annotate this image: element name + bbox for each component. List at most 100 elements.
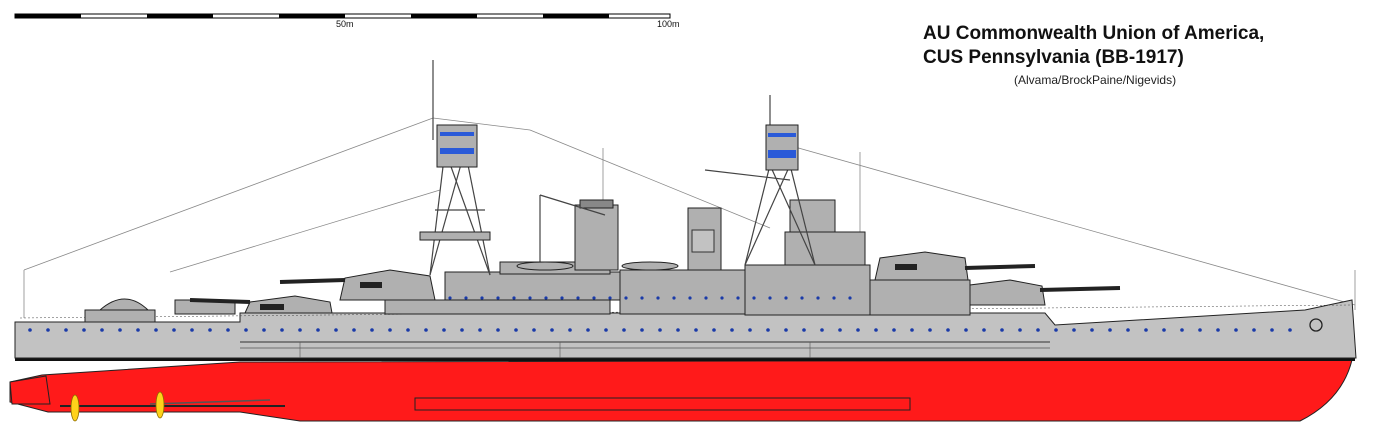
porthole	[244, 328, 248, 332]
porthole	[496, 296, 500, 300]
porthole	[280, 328, 284, 332]
porthole	[64, 328, 68, 332]
porthole	[802, 328, 806, 332]
porthole	[838, 328, 842, 332]
porthole	[496, 328, 500, 332]
porthole	[982, 328, 986, 332]
porthole	[592, 296, 596, 300]
funnel	[574, 199, 619, 271]
porthole	[136, 328, 140, 332]
porthole	[1108, 328, 1112, 332]
porthole	[928, 328, 932, 332]
porthole	[816, 296, 820, 300]
porthole	[874, 328, 878, 332]
upper-hull	[14, 299, 1357, 359]
waterline-stripe	[15, 357, 1355, 361]
porthole	[784, 328, 788, 332]
porthole	[514, 328, 518, 332]
porthole	[640, 328, 644, 332]
porthole	[262, 328, 266, 332]
porthole	[1036, 328, 1040, 332]
title-line-1: AU Commonwealth Union of America,	[923, 23, 1265, 44]
porthole	[1270, 328, 1274, 332]
forward-fire-control	[765, 124, 799, 171]
porthole	[550, 328, 554, 332]
mid-superstructure	[516, 207, 756, 315]
porthole	[532, 328, 536, 332]
porthole	[460, 328, 464, 332]
porthole	[586, 328, 590, 332]
porthole	[1234, 328, 1238, 332]
bow-anchor-icon	[1309, 318, 1323, 332]
porthole	[478, 328, 482, 332]
porthole	[154, 328, 158, 332]
turret-2	[874, 251, 1036, 281]
superstructure-portholes	[448, 296, 852, 300]
porthole	[1288, 328, 1292, 332]
porthole	[172, 328, 176, 332]
porthole	[720, 296, 724, 300]
porthole	[1180, 328, 1184, 332]
porthole	[82, 328, 86, 332]
porthole	[688, 296, 692, 300]
title-line-2: CUS Pennsylvania (BB-1917)	[923, 47, 1184, 68]
porthole	[1072, 328, 1076, 332]
porthole	[28, 328, 32, 332]
porthole	[964, 328, 968, 332]
turret-4	[189, 295, 333, 314]
porthole	[316, 328, 320, 332]
porthole	[1162, 328, 1166, 332]
porthole	[624, 296, 628, 300]
porthole	[388, 328, 392, 332]
porthole	[766, 328, 770, 332]
scale-bar	[14, 13, 671, 19]
porthole	[1090, 328, 1094, 332]
porthole	[856, 328, 860, 332]
porthole	[118, 328, 122, 332]
porthole	[736, 296, 740, 300]
scale-label-mid: 50m	[336, 19, 354, 29]
porthole	[352, 328, 356, 332]
forward-superstructure	[744, 199, 871, 316]
porthole	[622, 328, 626, 332]
forward-mast	[704, 95, 816, 266]
porthole	[334, 328, 338, 332]
porthole	[820, 328, 824, 332]
porthole	[424, 328, 428, 332]
porthole	[370, 328, 374, 332]
porthole	[208, 328, 212, 332]
porthole	[1252, 328, 1256, 332]
hull-portholes	[28, 328, 1292, 332]
rudder	[9, 375, 51, 405]
porthole	[1126, 328, 1130, 332]
porthole	[1216, 328, 1220, 332]
porthole	[406, 328, 410, 332]
porthole	[1018, 328, 1022, 332]
porthole	[46, 328, 50, 332]
porthole	[704, 296, 708, 300]
porthole	[544, 296, 548, 300]
porthole	[528, 296, 532, 300]
porthole	[298, 328, 302, 332]
porthole	[656, 296, 660, 300]
porthole	[848, 296, 852, 300]
boat-crane	[539, 194, 606, 270]
porthole	[1144, 328, 1148, 332]
porthole	[892, 328, 896, 332]
porthole	[658, 328, 662, 332]
porthole	[480, 296, 484, 300]
porthole	[694, 328, 698, 332]
porthole	[608, 296, 612, 300]
porthole	[512, 296, 516, 300]
porthole	[748, 328, 752, 332]
porthole	[832, 296, 836, 300]
porthole	[464, 296, 468, 300]
porthole	[604, 328, 608, 332]
propeller-shafts	[60, 399, 285, 407]
turret-1	[964, 279, 1121, 306]
porthole	[1198, 328, 1202, 332]
porthole	[448, 296, 452, 300]
porthole	[730, 328, 734, 332]
porthole	[560, 296, 564, 300]
